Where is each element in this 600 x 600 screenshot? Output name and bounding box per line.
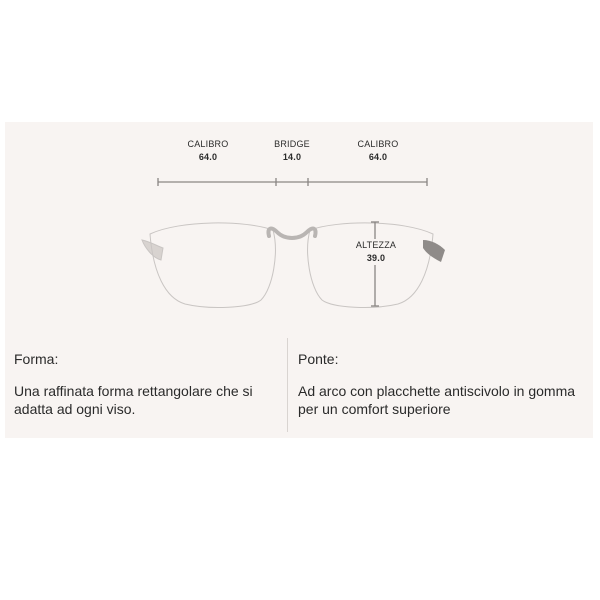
calibro-left-value: 64.0 [198, 152, 218, 162]
glasses-dimensions-card: CALIBRO 64.0 BRIDGE 14.0 CALIBRO 64.0 [5, 122, 593, 438]
calibro-left-measure: CALIBRO 64.0 [173, 138, 243, 164]
calibro-right-value: 64.0 [368, 152, 388, 162]
forma-title: Forma: [14, 351, 59, 367]
altezza-value: 39.0 [366, 253, 386, 263]
ponte-title: Ponte: [298, 351, 339, 367]
forma-text: Una raffinata forma rettangolare che si … [14, 383, 253, 417]
calibro-right-measure: CALIBRO 64.0 [343, 138, 413, 164]
ponte-text: Ad arco con placchette antiscivolo in go… [298, 383, 576, 417]
left-temple [141, 239, 164, 261]
bridge-measure: BRIDGE 14.0 [257, 138, 327, 164]
glasses-drawing [141, 178, 445, 308]
altezza-label: ALTEZZA [355, 240, 397, 250]
altezza-measure: ALTEZZA 39.0 [351, 239, 401, 265]
column-divider [287, 338, 288, 432]
calibro-left-label: CALIBRO [187, 139, 229, 149]
right-lens [307, 222, 434, 308]
calibro-right-label: CALIBRO [357, 139, 399, 149]
right-temple [423, 240, 445, 262]
forma-section: Forma: Una raffinata forma rettangolare … [14, 350, 274, 418]
ponte-section: Ponte: Ad arco con placchette antiscivol… [298, 350, 578, 418]
bridge-label: BRIDGE [274, 139, 310, 149]
bridge-value: 14.0 [282, 152, 302, 162]
glasses-diagram: CALIBRO 64.0 BRIDGE 14.0 CALIBRO 64.0 [5, 122, 593, 322]
left-lens [149, 222, 276, 308]
bridge [266, 226, 318, 240]
measure-line [157, 178, 428, 186]
